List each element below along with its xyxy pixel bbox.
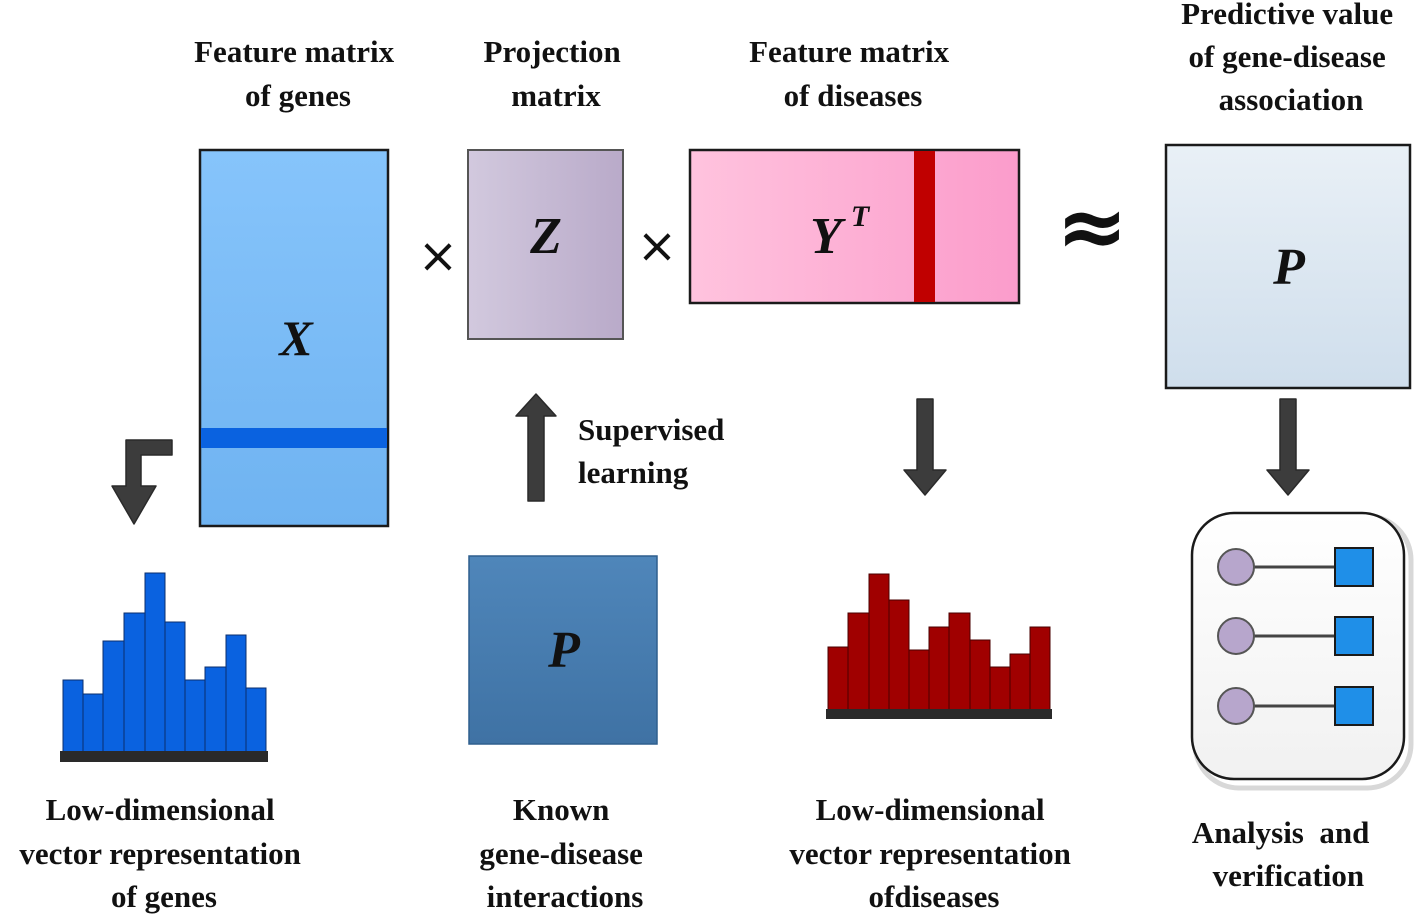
gene-node-icon: [1217, 687, 1255, 725]
analysis-caption: Analysis and verification: [1192, 815, 1369, 893]
disease-caption-line: ofdiseases: [869, 879, 1000, 914]
disease-histogram-bar: [928, 626, 950, 711]
disease-histogram-bar: [888, 599, 910, 711]
gene-histogram-bar: [144, 572, 166, 753]
disease-vector-caption: Low-dimensional vector representation of…: [789, 792, 1078, 914]
disease-histogram-bar: [989, 666, 1011, 711]
disease-histogram-bar: [1009, 653, 1031, 711]
projection-title-line: matrix: [511, 78, 601, 113]
predictive-title-line: Predictive value: [1181, 0, 1393, 31]
analysis-panel: [1190, 511, 1414, 791]
disease-node-icon: [1334, 547, 1374, 587]
gene-histogram-bar: [82, 693, 104, 753]
projection-matrix-title: Projection matrix: [484, 34, 629, 113]
known-caption-line: gene-disease: [479, 836, 643, 871]
gene-feature-matrix-title: Feature matrix of genes: [194, 34, 402, 113]
p-known-symbol: P: [547, 622, 581, 679]
approx-operator: ≈: [1056, 177, 1128, 277]
times-operator: ×: [418, 228, 458, 284]
disease-column-highlight: [914, 151, 935, 302]
predictive-title-line: association: [1219, 82, 1364, 117]
gene-histogram-bar: [225, 634, 247, 753]
disease-histogram-bar: [908, 649, 930, 711]
disease-histogram-bar: [847, 612, 870, 711]
supervised-line: learning: [578, 455, 689, 490]
disease-feature-matrix: [688, 148, 1021, 305]
projection-title-line: Projection: [484, 34, 621, 69]
transpose-superscript: T: [851, 200, 871, 233]
association-link: [1217, 686, 1374, 726]
disease-histogram-baseline: [826, 709, 1052, 719]
supervised-line: Supervised: [578, 412, 724, 447]
disease-caption-line: Low-dimensional: [816, 792, 1045, 827]
analysis-caption-line: Analysis and: [1192, 815, 1369, 850]
disease-node-icon: [1334, 686, 1374, 726]
disease-caption-line: vector representation: [789, 836, 1071, 871]
disease-vector-histogram: [826, 573, 1052, 719]
predictive-value-title: Predictive value of gene-disease associa…: [1181, 0, 1401, 117]
gene-node-icon: [1217, 617, 1255, 655]
disease-histogram-bar: [827, 646, 849, 711]
times-operator: ×: [637, 218, 677, 274]
gene-caption-line: of genes: [111, 879, 217, 914]
p-predicted-symbol: P: [1272, 239, 1306, 296]
known-caption-line: Known: [513, 792, 609, 827]
gene-feature-title-line: of genes: [245, 78, 351, 113]
gene-caption-line: Low-dimensional: [46, 792, 275, 827]
y-symbol: Y: [810, 208, 846, 265]
gene-histogram-baseline: [60, 751, 268, 762]
down-arrow-icon: [1266, 398, 1310, 496]
disease-histogram-bar: [1029, 626, 1051, 711]
elbow-down-arrow-icon: [111, 439, 173, 525]
known-interactions-caption: Known gene-disease interactions: [479, 792, 650, 914]
gene-histogram-bar: [62, 679, 84, 753]
association-link: [1217, 547, 1374, 587]
association-link: [1217, 616, 1374, 656]
gene-vector-caption: Low-dimensional vector representation of…: [19, 792, 308, 914]
gene-vector-histogram: [60, 572, 268, 762]
disease-feature-title-line: Feature matrix: [749, 34, 949, 69]
known-interaction-matrix: [468, 555, 658, 745]
projection-matrix: [467, 149, 624, 340]
gene-feature-matrix: [198, 148, 390, 528]
gene-histogram-bar: [123, 612, 146, 753]
disease-histogram-bar: [868, 573, 890, 711]
gene-histogram-bar: [204, 666, 227, 753]
disease-feature-matrix-title: Feature matrix of diseases: [749, 34, 957, 113]
gene-row-highlight: [201, 428, 387, 448]
gene-histogram-bar: [245, 687, 267, 753]
down-arrow-icon: [903, 398, 947, 496]
prediction-matrix: [1164, 143, 1412, 390]
disease-histogram-bar: [969, 639, 991, 711]
gene-node-icon: [1217, 548, 1255, 586]
disease-feature-title-line: of diseases: [784, 78, 923, 113]
gene-histogram-bar: [164, 621, 186, 753]
z-symbol: Z: [529, 208, 562, 265]
known-caption-line: interactions: [487, 879, 644, 914]
predictive-title-line: of gene-disease: [1189, 39, 1386, 74]
gene-caption-line: vector representation: [19, 836, 301, 871]
analysis-caption-line: verification: [1213, 858, 1365, 893]
disease-node-icon: [1334, 616, 1374, 656]
x-symbol: X: [277, 310, 314, 366]
up-arrow-icon: [515, 393, 557, 502]
gene-feature-title-line: Feature matrix: [194, 34, 394, 69]
gene-histogram-bar: [102, 640, 125, 753]
gene-histogram-bar: [184, 679, 206, 753]
disease-histogram-bar: [948, 612, 971, 711]
supervised-learning-label: Supervised learning: [578, 412, 732, 490]
